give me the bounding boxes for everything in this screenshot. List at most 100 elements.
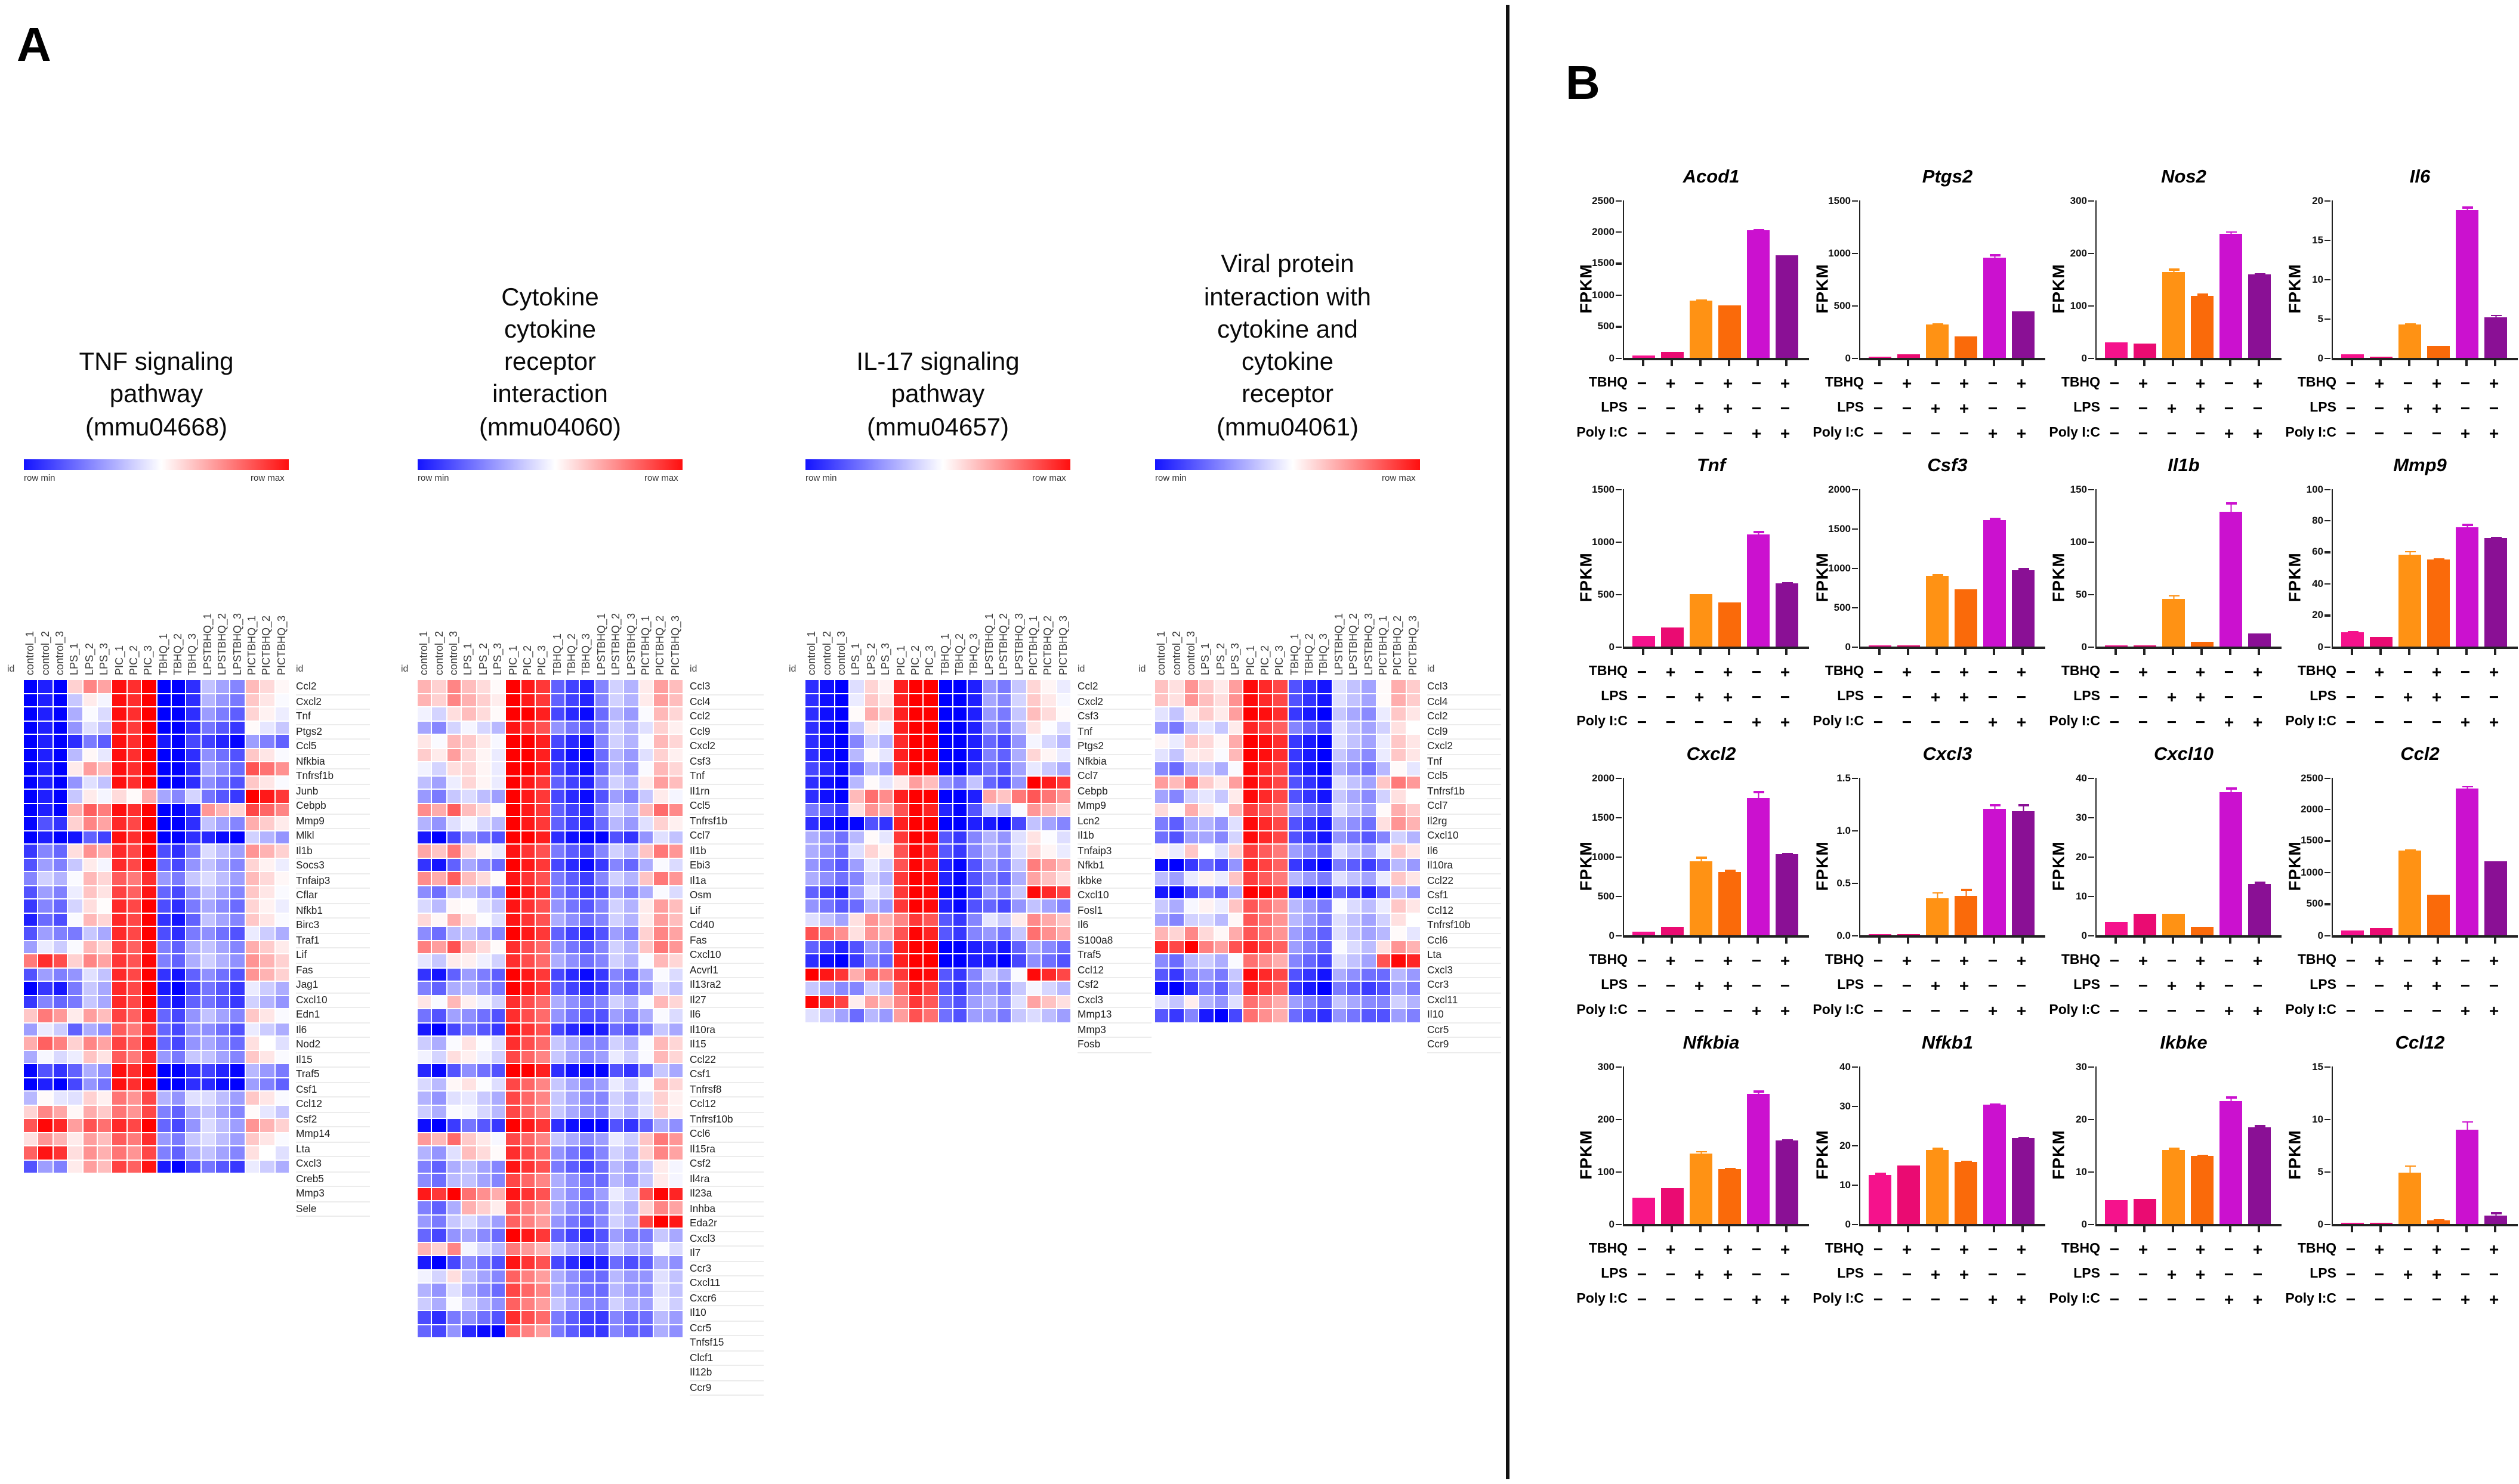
gene-row-label: Cxcl11 xyxy=(1427,993,1501,1008)
heatmap-cell xyxy=(245,982,260,994)
heatmap-cell xyxy=(669,707,683,720)
heatmap-cell xyxy=(53,803,67,816)
heatmap-cell xyxy=(521,1201,535,1214)
heatmap-cell xyxy=(260,872,274,885)
heatmap-cell xyxy=(97,1023,112,1035)
heatmap-cell xyxy=(536,1023,550,1035)
panel-a-label: A xyxy=(17,19,51,72)
heatmap-cell xyxy=(68,1050,82,1063)
heatmap-cell xyxy=(38,790,53,802)
heatmap-cell xyxy=(624,1064,638,1077)
heatmap-cell xyxy=(157,954,171,967)
heatmap-cell xyxy=(1228,721,1243,734)
heatmap-cell xyxy=(68,1009,82,1022)
heatmap-cell xyxy=(639,1064,653,1077)
treatment-label: TBHQ xyxy=(1588,1241,1628,1256)
heatmap-cell xyxy=(639,1284,653,1296)
y-tick-mark xyxy=(2088,489,2094,490)
heatmap-cell xyxy=(805,680,819,692)
heatmap-cell xyxy=(820,735,834,747)
heatmap-cell xyxy=(983,694,997,706)
heatmap-cell xyxy=(639,1229,653,1241)
heatmap-cell xyxy=(551,776,564,789)
heatmap-cell xyxy=(521,1325,535,1337)
heatmap-cell xyxy=(521,1037,535,1049)
heatmap-cell xyxy=(506,1325,520,1337)
heatmap-cell xyxy=(201,776,215,789)
x-tick-mark xyxy=(1756,360,1759,366)
heatmap-cell xyxy=(506,1297,520,1310)
heatmap-cell xyxy=(551,1242,564,1255)
heatmap-cell xyxy=(68,1078,82,1090)
heatmap-cell xyxy=(83,886,97,898)
heatmap-cell xyxy=(894,845,908,857)
heatmap-cell xyxy=(580,1242,594,1255)
heatmap-cell xyxy=(1184,899,1199,912)
heatmap-cell xyxy=(610,1023,623,1035)
heatmap-cell xyxy=(1012,694,1026,706)
heatmap-cell xyxy=(1228,899,1243,912)
row-min-label: row min xyxy=(805,472,837,483)
heatmap-cell xyxy=(1273,749,1288,761)
treatment-sign: − xyxy=(1959,712,1969,731)
gene-row-label: Il1rn xyxy=(690,784,764,799)
heatmap-cell xyxy=(536,762,550,775)
heatmap-cell xyxy=(1406,968,1421,981)
heatmap-cell xyxy=(998,886,1011,898)
heatmap-cell xyxy=(1027,941,1041,953)
treatment-sign: − xyxy=(2460,687,2471,706)
heatmap-cell xyxy=(462,1229,476,1241)
heatmap-cell xyxy=(968,694,982,706)
heatmap-cell xyxy=(1042,749,1056,761)
heatmap-cell xyxy=(654,982,668,994)
gene-row-label: Csf2 xyxy=(296,1112,370,1127)
sample-column-label: control_2 xyxy=(433,630,445,675)
gene-row-label: Il6 xyxy=(1427,844,1501,859)
heatmap-cell xyxy=(610,1174,623,1186)
heatmap-cell xyxy=(610,1229,623,1241)
heatmap-cell xyxy=(53,776,67,789)
heatmap-cell xyxy=(1273,872,1288,885)
heatmap-cell xyxy=(83,776,97,789)
y-tick-mark xyxy=(1616,777,1622,779)
heatmap-cell xyxy=(1406,735,1421,747)
heatmap-cell xyxy=(639,694,653,706)
heatmap-cell xyxy=(1317,831,1332,843)
heatmap-cell xyxy=(1317,899,1332,912)
heatmap-cell xyxy=(565,1009,579,1022)
heatmap-cell xyxy=(521,1215,535,1228)
heatmap-cell xyxy=(850,694,864,706)
heatmap-cell xyxy=(1317,735,1332,747)
heatmap-cell xyxy=(924,803,938,816)
fpkm-bar xyxy=(1632,931,1655,935)
heatmap-cell xyxy=(53,927,67,939)
heatmap-cell xyxy=(491,1050,505,1063)
y-tick-label: 100 xyxy=(2070,299,2087,311)
treatment-sign: + xyxy=(2016,950,2027,969)
error-bar-cap xyxy=(1932,574,1943,576)
heatmap-cell xyxy=(418,1133,431,1145)
heatmap-cell xyxy=(432,680,446,692)
heatmap-cell xyxy=(260,1146,274,1159)
treatment-row: Poly I:C−−−−++ xyxy=(1809,1286,2036,1311)
heatmap-cell xyxy=(1243,721,1258,734)
heatmap-cell xyxy=(462,762,476,775)
heatmap-cell xyxy=(536,1201,550,1214)
heatmap-cell xyxy=(127,927,141,939)
heatmap-cell xyxy=(216,872,230,885)
heatmap-cell xyxy=(805,817,819,830)
heatmap-cell xyxy=(97,899,112,912)
heatmap-cell xyxy=(624,817,638,830)
heatmap-cell xyxy=(998,817,1011,830)
heatmap-cell xyxy=(38,735,53,747)
treatment-sign: − xyxy=(2138,1289,2148,1308)
heatmap-cell xyxy=(491,762,505,775)
heatmap-cell xyxy=(639,1133,653,1145)
heatmap-cell xyxy=(186,1133,200,1145)
treatment-row: LPS−−++−− xyxy=(2282,972,2508,997)
heatmap-cell xyxy=(610,680,623,692)
heatmap-cell xyxy=(24,886,38,898)
